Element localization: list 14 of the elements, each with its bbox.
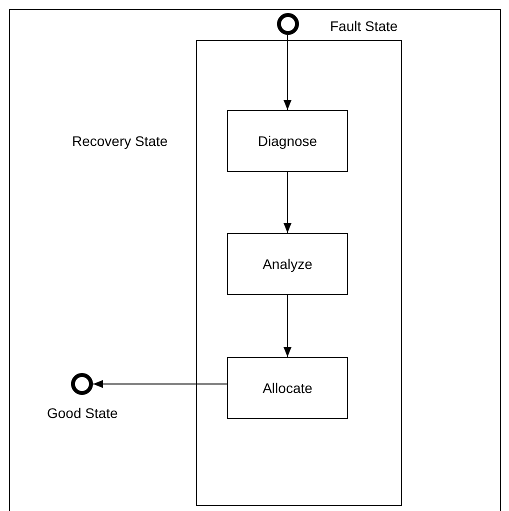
arrow [284,34,292,110]
process-box [227,357,348,419]
process-box [227,110,348,172]
process-box [227,233,348,295]
state-label: Fault State [330,17,398,36]
state-label: Good State [47,404,118,423]
box-label: Allocate [262,378,312,398]
arrow [284,172,292,234]
arrow [284,294,292,358]
box-label: Diagnose [258,132,318,151]
box-label: Analyze [262,254,312,274]
container-label: Recovery State [72,132,168,151]
state-container [196,40,402,506]
arrow [92,380,228,388]
